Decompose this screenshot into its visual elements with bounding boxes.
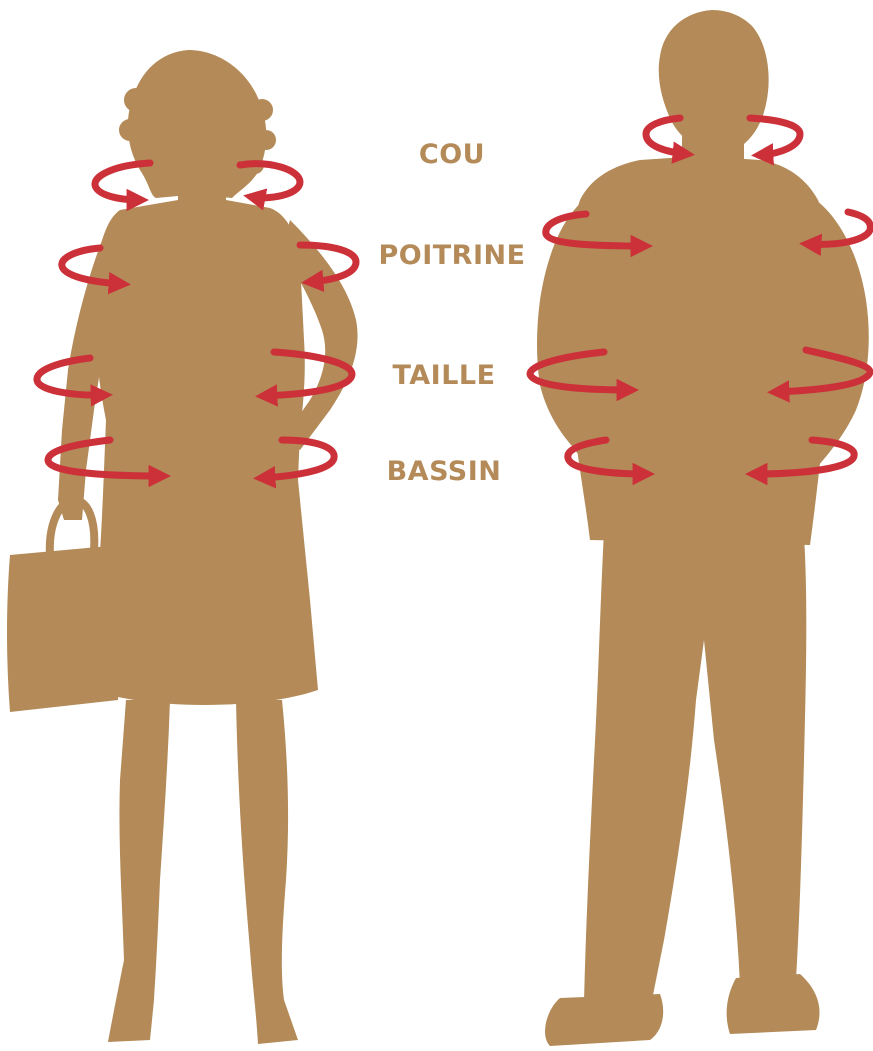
woman-left-leg [108, 700, 170, 1042]
man-head [659, 10, 769, 150]
woman-silhouette [7, 50, 358, 1044]
label-chest: POITRINE [378, 240, 525, 271]
label-neck: COU [419, 139, 485, 170]
handbag-icon [7, 545, 122, 712]
measurement-labels: COU POITRINE TAILLE BASSIN [378, 139, 525, 487]
woman-right-leg [236, 700, 298, 1044]
man-silhouette [537, 10, 869, 1046]
label-waist: TAILLE [392, 360, 495, 391]
woman-hair [128, 50, 266, 198]
man-right-shoe [727, 974, 820, 1034]
man-left-shoe [545, 994, 663, 1046]
label-hips: BASSIN [387, 456, 502, 487]
woman-torso [92, 200, 318, 705]
man-trousers [584, 530, 806, 1002]
